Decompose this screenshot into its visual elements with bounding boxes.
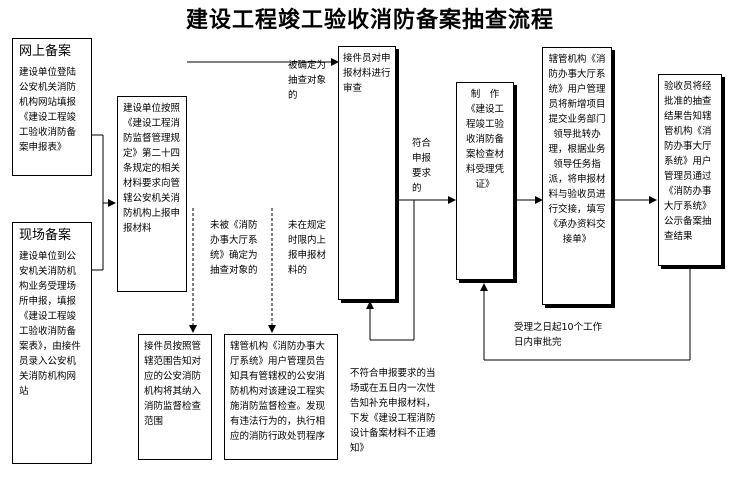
receipt-voucher-text: 制 作《建设工程竣工验收消防备案检查材料受理凭证》 xyxy=(465,89,504,190)
onsite-filing-heading: 现场备案 xyxy=(19,228,72,243)
online-filing-text: 建设单位登陆公安机关消防机构网站填报《建设工程竣工验收消防备案申报表》 xyxy=(19,67,77,153)
audit-result-box: 验收员将经批准的抽查结果告知辖管机构《消防办事大厅系统》用户管理员通过《消防办事… xyxy=(658,74,722,266)
online-filing-box: 网上备案 建设单位登陆公安机关消防机构网站填报《建设工程竣工验收消防备案申报表》 xyxy=(12,38,92,176)
not-selected-label: 未被《消防办事大厅系统》确定为抽查对象的 xyxy=(210,220,258,276)
overdue-inspection-box: 辖管机构《消防办事大厅系统》用户管理员告知具有管辖权的公安消防机构对该建设工程实… xyxy=(224,334,338,460)
audit-result-text: 验收员将经批准的抽查结果告知辖管机构《消防办事大厅系统》用户管理员通过《消防办事… xyxy=(664,81,712,242)
overdue-inspection-text: 辖管机构《消防办事大厅系统》用户管理员告知具有管辖权的公安消防机构对该建设工程实… xyxy=(230,341,326,442)
online-filing-heading: 网上备案 xyxy=(19,44,72,59)
unselected-notice-box: 接件员按照管辖范围告知对应的公安消防机构将其纳入消防监督检查范围 xyxy=(138,334,212,460)
ten-day-label: 受理之日起10个工作日内审批完 xyxy=(514,322,603,348)
not-reported-label: 未在规定时限内上报申报材料的 xyxy=(288,220,327,276)
submit-materials-text: 建设单位按照《建设工程消防监督管理规定》第二十四条规定的相关材料要求向管辖公安机… xyxy=(123,103,181,234)
unselected-notice-text: 接件员按照管辖范围告知对应的公安消防机构将其纳入消防监督检查范围 xyxy=(144,341,202,427)
meets-requirements-label: 符合申报要求的 xyxy=(412,138,432,194)
intake-review-text: 接件员对申报材料进行审查 xyxy=(343,53,391,94)
receipt-voucher-box: 制 作《建设工程竣工验收消防备案检查材料受理凭证》 xyxy=(456,82,514,280)
onsite-filing-text: 建设单位到公安机关消防机构业务受理场所申报，填报《建设工程竣工验收消防备案表》，… xyxy=(19,251,81,397)
selected-label: 被确定为抽查对象的 xyxy=(288,60,327,101)
onsite-filing-box: 现场备案 建设单位到公安机关消防机构业务受理场所申报，填报《建设工程竣工验收消防… xyxy=(12,222,92,464)
task-assignment-text: 辖管机构《消防办事大厅系统》用户管理员将新增项目提交业务部门领导批转办理，根据业… xyxy=(548,54,606,245)
intake-review-box: 接件员对申报材料进行审查 xyxy=(338,46,396,300)
task-assignment-box: 辖管机构《消防办事大厅系统》用户管理员将新增项目提交业务部门领导批转办理，根据业… xyxy=(542,47,612,305)
submit-materials-box: 建设单位按照《建设工程消防监督管理规定》第二十四条规定的相关材料要求向管辖公安机… xyxy=(117,96,187,292)
page-title: 建设工程竣工验收消防备案抽查流程 xyxy=(185,8,554,33)
noncompliance-label: 不符合申报要求的当场或在五日内一次性告知补充申报材料，下发《建设工程消防设计备案… xyxy=(350,368,436,454)
